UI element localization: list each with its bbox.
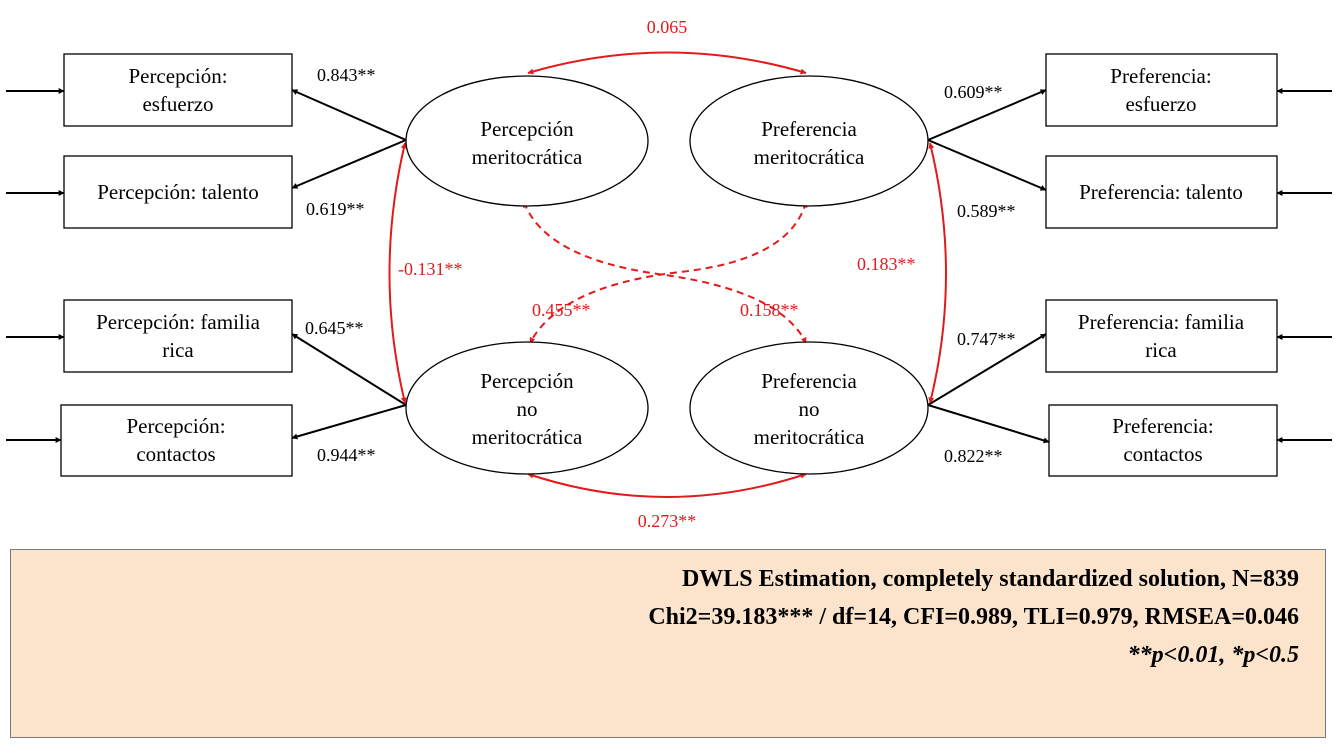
latent-pref-nomerit [689,341,929,475]
loading-perc-talento: 0.619** [306,199,365,219]
significance-note: **p<0.01, *p<0.5 [1127,642,1299,668]
indicator-perc-familia-label-1: Percepción: familia [96,310,261,334]
loading-arrow-pref-talento [927,139,1047,191]
indicator-pref-contactos-label-2: contactos [1123,442,1202,466]
indicator-pref-familia [1045,299,1278,373]
corr-nomerit: 0.273** [638,511,697,531]
corr-arc-perception [388,142,407,404]
corr-pref-merit-perc-nomerit: 0.455** [532,300,591,320]
corr-preference: 0.183** [857,254,916,274]
corr-arc-preference [928,142,947,404]
fit-indices-line: Chi2=39.183*** / df=14, CFI=0.989, TLI=0… [648,604,1299,630]
indicator-pref-talento-label: Preferencia: talento [1079,180,1243,204]
loading-arrow-perc-contactos [291,404,407,440]
indicator-pref-esfuerzo [1045,53,1278,127]
fit-statistics-box: DWLS Estimation, completely standardized… [10,549,1326,738]
sem-path-diagram: Percepción: esfuerzo Percepción: talento… [6,17,1332,531]
latent-perc-merit-label-2: meritocrática [472,145,583,169]
latent-pref-nomerit-label-1: Preferencia [761,369,857,393]
indicator-perc-talento [63,155,293,229]
loading-arrow-perc-esfuerzo [291,89,407,141]
indicator-pref-esfuerzo-label-1: Preferencia: [1110,64,1211,88]
latent-pref-merit-label-1: Preferencia [761,117,857,141]
loading-arrow-perc-talento [291,139,407,189]
indicator-perc-esfuerzo-label-2: esfuerzo [142,92,213,116]
indicator-perc-familia [63,299,293,373]
indicator-perc-contactos-label-1: Percepción: [126,414,225,438]
corr-arc-merit [527,51,807,75]
indicator-perc-talento-label: Percepción: talento [97,180,259,204]
indicator-pref-contactos [1048,404,1278,477]
latent-pref-merit [689,75,929,207]
indicator-pref-talento [1045,155,1278,229]
latent-perc-merit [405,75,649,207]
latent-perc-nomerit-label-1: Percepción [480,369,574,393]
corr-perception: -0.131** [398,259,463,279]
corr-merit: 0.065 [647,17,688,37]
loading-arrow-pref-familia [927,333,1047,406]
latent-pref-nomerit-label-2: no [799,397,820,421]
loading-pref-familia: 0.747** [957,329,1016,349]
loading-perc-esfuerzo: 0.843** [317,65,376,85]
latent-perc-nomerit-label-3: meritocrática [472,425,583,449]
loading-perc-familia: 0.645** [305,318,364,338]
indicator-pref-familia-label-2: rica [1145,338,1177,362]
indicator-pref-familia-label-1: Preferencia: familia [1078,310,1245,334]
loading-arrow-perc-familia [291,333,407,406]
indicator-perc-esfuerzo-label-1: Percepción: [128,64,227,88]
corr-perc-merit-pref-nomerit: 0.158** [740,300,799,320]
indicator-pref-esfuerzo-label-2: esfuerzo [1125,92,1196,116]
fit-estimation-line: DWLS Estimation, completely standardized… [681,566,1299,592]
loading-pref-contactos: 0.822** [944,446,1003,466]
loading-pref-talento: 0.589** [957,201,1016,221]
indicator-perc-contactos [60,404,293,477]
loading-pref-esfuerzo: 0.609** [944,82,1003,102]
loading-arrow-pref-esfuerzo [927,89,1047,141]
corr-arc-nomerit [527,472,807,498]
indicator-perc-contactos-label-2: contactos [136,442,215,466]
loading-perc-contactos: 0.944** [317,445,376,465]
corr-cross-pref-merit-perc-nomerit [529,201,808,344]
latent-pref-nomerit-label-3: meritocrática [754,425,865,449]
loading-arrow-pref-contactos [927,404,1050,444]
latent-pref-merit-label-2: meritocrática [754,145,865,169]
indicator-pref-contactos-label-1: Preferencia: [1112,414,1213,438]
latent-perc-merit-label-1: Percepción [480,117,574,141]
corr-cross-perc-merit-pref-nomerit [523,201,807,344]
latent-perc-nomerit-label-2: no [517,397,538,421]
latent-perc-nomerit [405,341,649,475]
indicator-perc-familia-label-2: rica [162,338,194,362]
indicator-perc-esfuerzo [63,53,293,127]
